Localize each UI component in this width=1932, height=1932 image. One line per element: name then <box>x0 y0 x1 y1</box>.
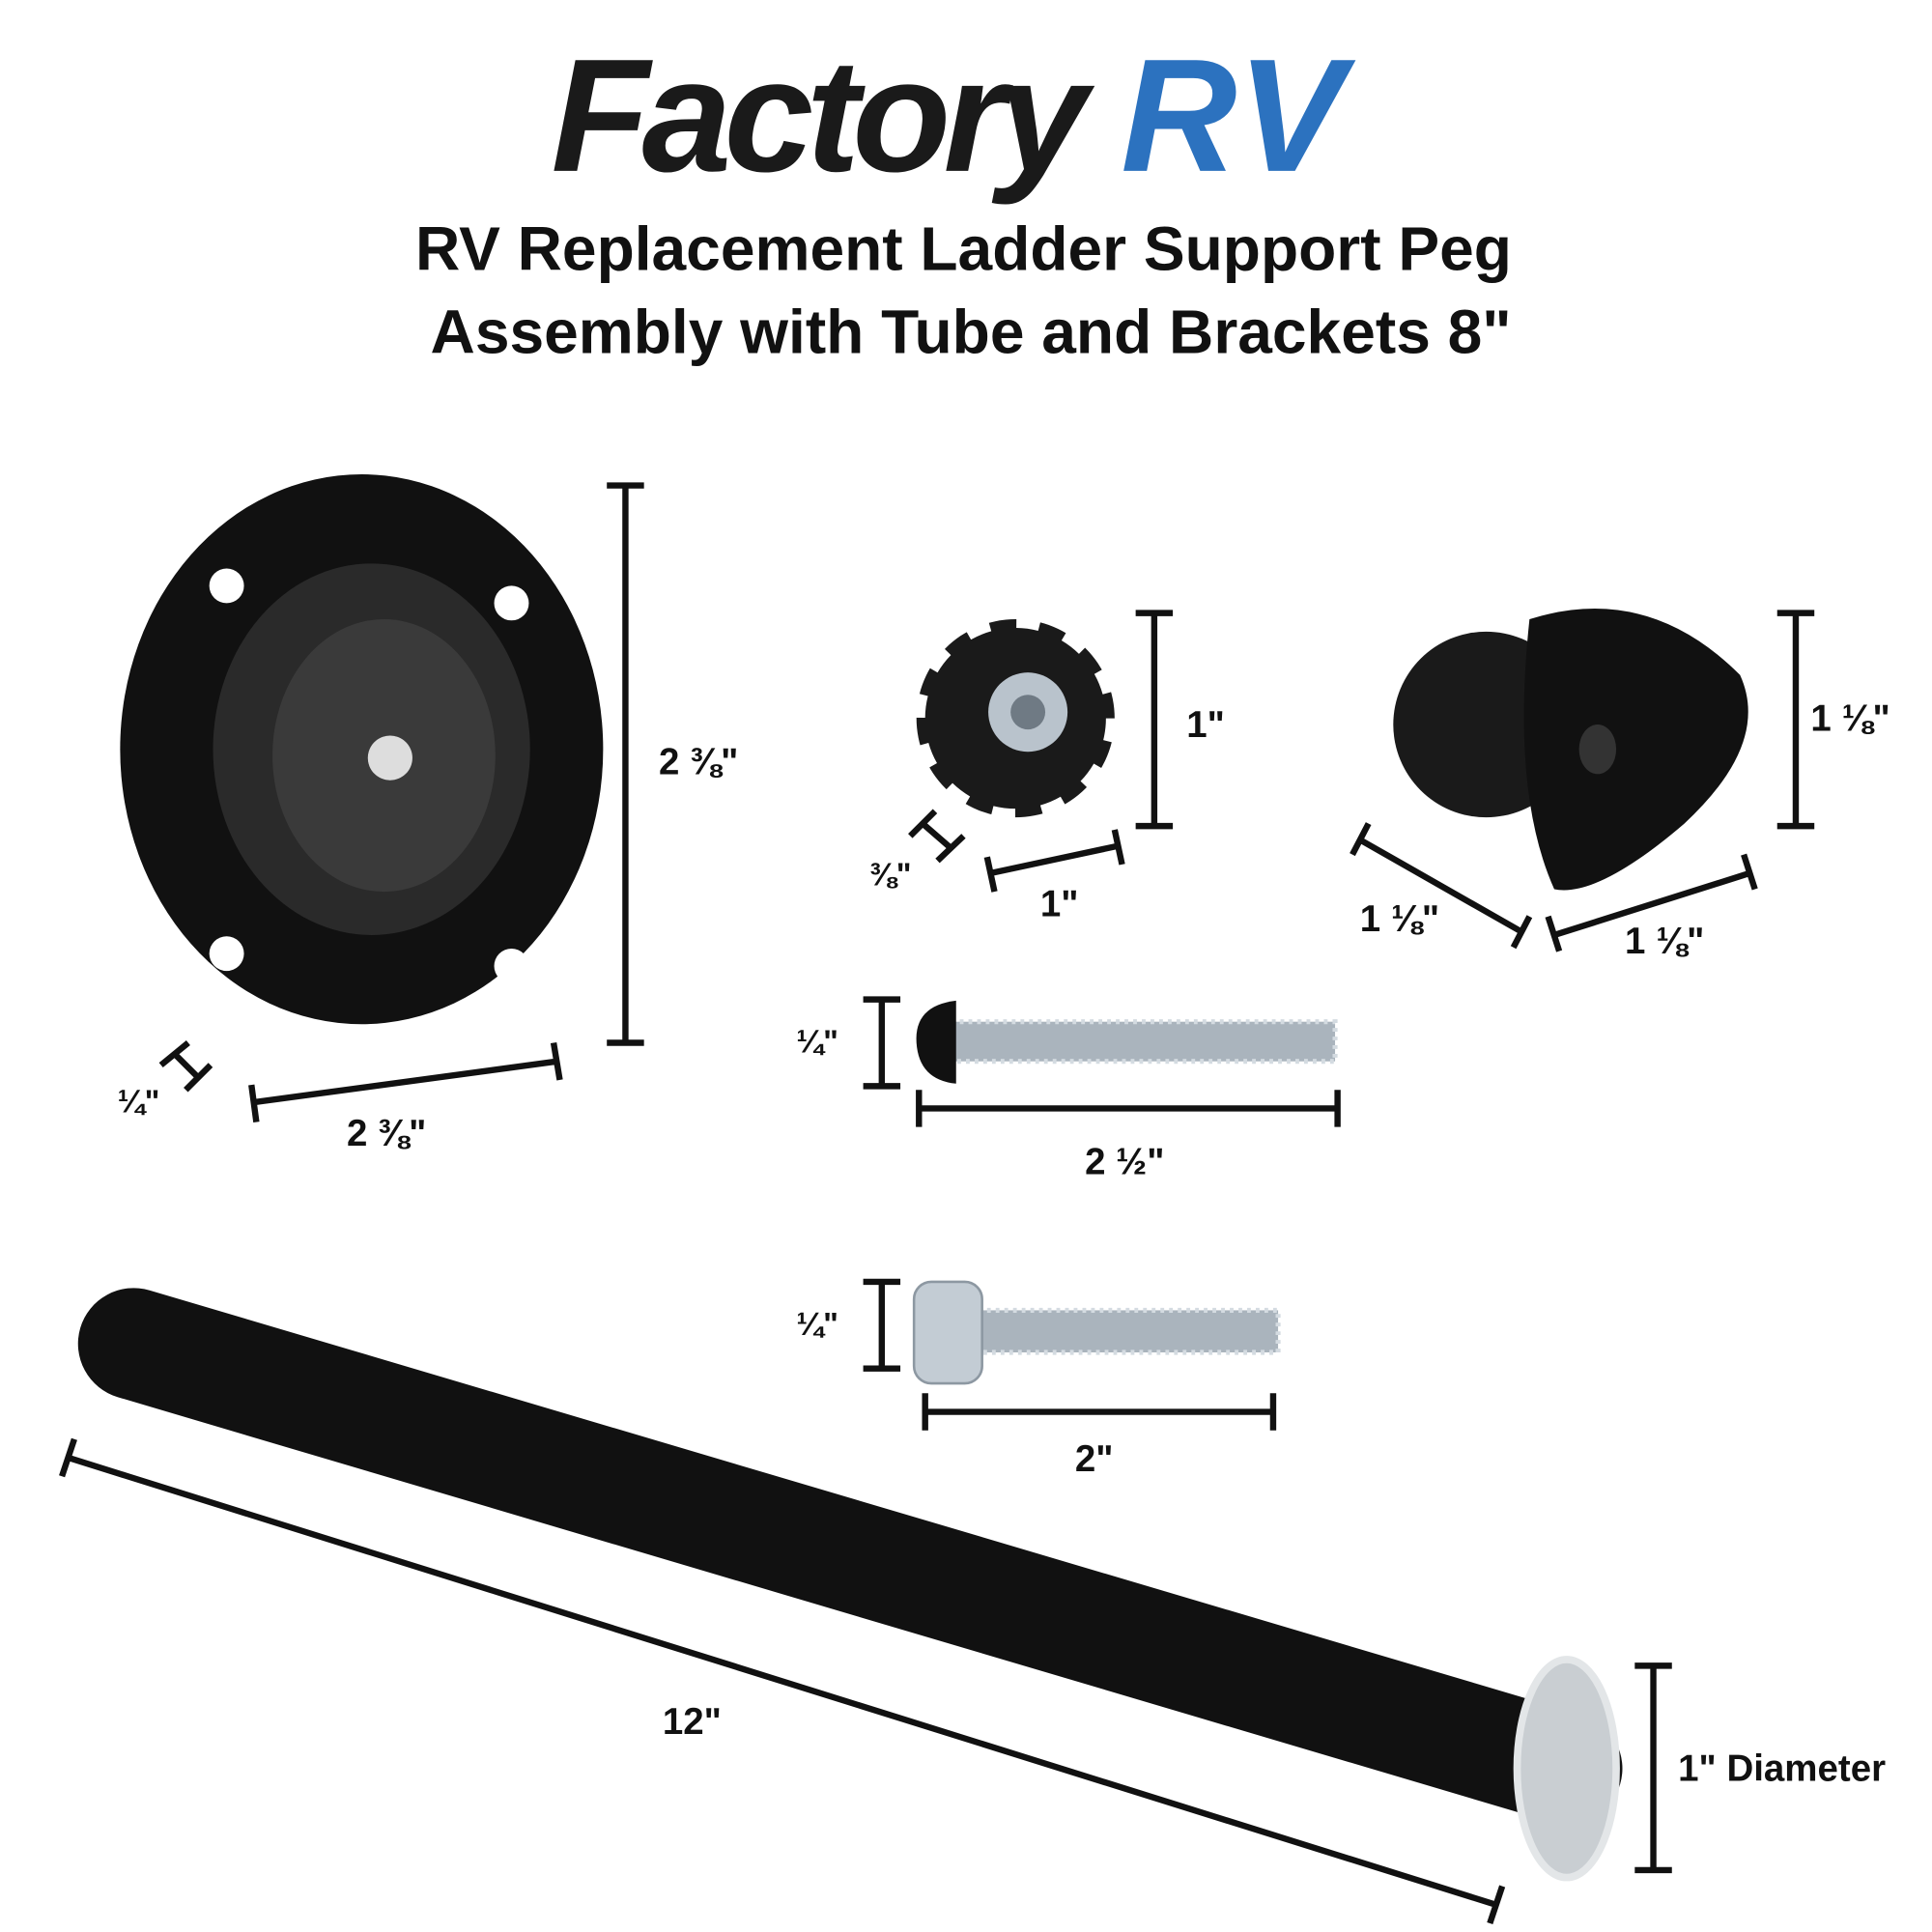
star-nut <box>902 605 1128 832</box>
flange-width-label: 2 ⅜" <box>347 1113 426 1154</box>
star-nut-height-dimension-line <box>1135 610 1174 830</box>
factory-rv-logo: Factory RV <box>552 26 1356 206</box>
short-bolt-length-dimension-line <box>922 1393 1277 1431</box>
logo-rv: RV <box>1121 26 1355 206</box>
logo-factory: Factory <box>552 26 1095 206</box>
short-bolt-diameter-dimension-line <box>863 1278 901 1372</box>
end-cap <box>1393 609 1748 891</box>
tube-diameter-label: 1" Diameter <box>1678 1748 1886 1790</box>
tube-length-label: 12" <box>663 1701 722 1743</box>
long-bolt-length-label: 2 ½" <box>1085 1141 1164 1182</box>
short-bolt-length-label: 2" <box>1075 1438 1114 1480</box>
tube <box>77 1288 1623 1882</box>
flange-height-label: 2 ⅜" <box>659 741 738 782</box>
flange-thickness-dimension-line <box>158 1040 213 1093</box>
title-line-2: Assembly with Tube and Brackets 8" <box>431 297 1512 366</box>
star-nut-height-label: 1" <box>1186 704 1225 746</box>
end-cap-height-label: 1 ⅛" <box>1810 697 1889 739</box>
short-bolt-diameter-label: ¼" <box>796 1307 838 1343</box>
flange-height-dimension-line <box>607 482 644 1046</box>
tube-diameter-dimension-line <box>1634 1662 1672 1874</box>
flange-bracket <box>120 474 604 1025</box>
end-cap-left-label: 1 ⅛" <box>1360 898 1439 940</box>
end-cap-right-dimension-line <box>1545 853 1758 952</box>
end-cap-height-dimension-line <box>1776 610 1815 830</box>
title-line-1: RV Replacement Ladder Support Peg <box>415 213 1512 283</box>
star-nut-depth-dimension-line <box>908 809 966 864</box>
long-bolt <box>916 1000 1338 1084</box>
star-nut-width-label: 1" <box>1040 884 1079 925</box>
long-bolt-diameter-dimension-line <box>863 996 901 1090</box>
tube-length-dimension-line <box>59 1437 1506 1925</box>
star-nut-width-dimension-line <box>983 829 1125 893</box>
short-bolt <box>912 1280 1281 1385</box>
long-bolt-diameter-label: ¼" <box>796 1025 838 1061</box>
flange-thickness-label: ¼" <box>118 1084 160 1120</box>
star-nut-depth-label: ⅜" <box>869 858 912 894</box>
long-bolt-length-dimension-line <box>916 1090 1341 1127</box>
end-cap-left-dimension-line <box>1350 822 1533 950</box>
flange-width-dimension-line <box>248 1041 563 1122</box>
end-cap-right-label: 1 ⅛" <box>1625 921 1704 962</box>
